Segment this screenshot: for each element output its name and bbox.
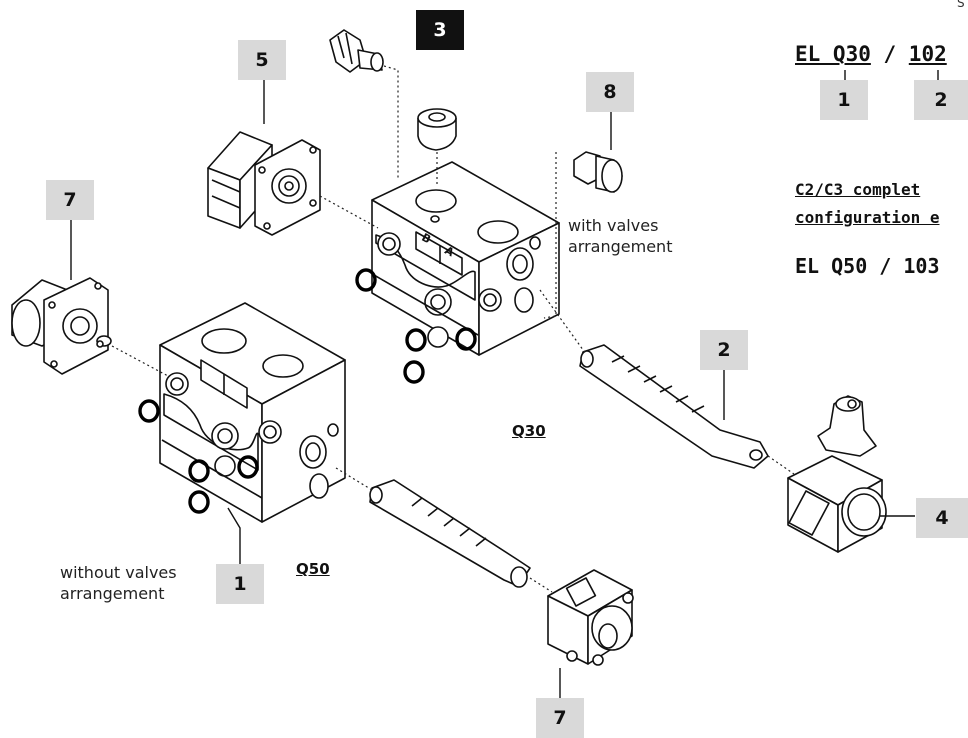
callout-badge-5: 5: [238, 40, 286, 80]
q50-valve-block: [159, 302, 346, 523]
callout-label: 1: [233, 573, 247, 595]
plug-part-3: [417, 108, 457, 151]
actuator-part-7-left: [11, 277, 112, 375]
callout-badge-3: 3: [416, 10, 464, 50]
cap-part-7-bottom: [547, 569, 634, 666]
q30-valve-block: [371, 161, 560, 356]
plug-part-8: [573, 151, 623, 193]
code-badge-2: 2: [914, 80, 968, 120]
leader-lines: [70, 70, 939, 700]
callout-badge-8: 8: [586, 72, 634, 112]
o-rings: [138, 268, 477, 514]
callout-label: 2: [934, 89, 948, 111]
plug-top: [329, 29, 384, 73]
callout-label: 4: [935, 507, 949, 529]
code-separator: /: [870, 42, 909, 66]
callout-badge-1: 1: [216, 564, 264, 604]
callout-label: 8: [603, 81, 617, 103]
config-note-line1: C2/C3 complet: [795, 180, 921, 199]
callout-label: 7: [553, 707, 567, 729]
callout-badge-2: 2: [700, 330, 748, 370]
code-example-2: EL Q50 / 103: [795, 254, 940, 278]
callout-label: 7: [63, 189, 77, 211]
code-part-1: EL Q30: [795, 42, 871, 66]
without-valves-label: without valves arrangement: [60, 563, 177, 603]
callout-label: 3: [433, 19, 447, 41]
code-badge-1: 1: [820, 80, 868, 120]
corner-mark: S: [957, 0, 965, 10]
callout-label: 2: [717, 339, 731, 361]
actuator-part-5: [207, 131, 321, 236]
callout-badge-7-left: 7: [46, 180, 94, 220]
lever-cap-part-4: [787, 395, 887, 553]
spool-part-q50: [369, 479, 531, 588]
callout-badge-4: 4: [916, 498, 968, 538]
config-note-line2: configuration e: [795, 208, 940, 227]
with-valves-label: with valves arrangement: [568, 216, 673, 256]
callout-label: 1: [837, 89, 851, 111]
code-example-1: EL Q30 / 102: [795, 42, 947, 66]
code-part-2: 102: [908, 42, 947, 66]
callout-badge-7-bottom: 7: [536, 698, 584, 738]
callout-label: 5: [255, 49, 269, 71]
q30-label: Q30: [512, 422, 546, 440]
assembly-lines: [111, 65, 795, 593]
q50-label: Q50: [296, 560, 330, 578]
